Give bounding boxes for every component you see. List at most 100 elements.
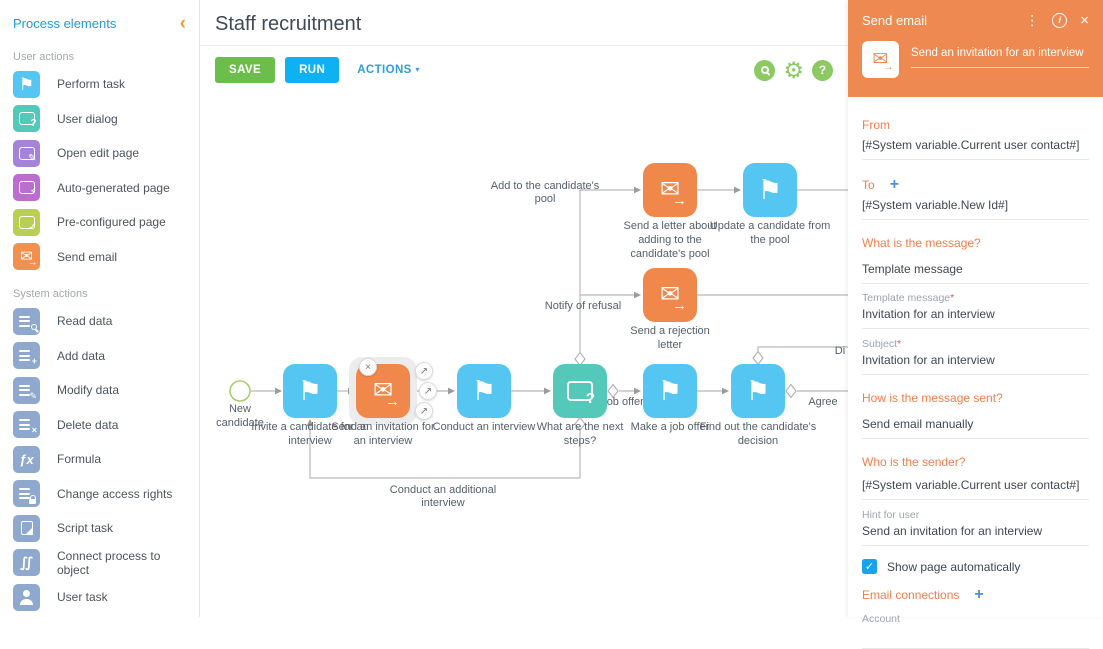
gear-icon[interactable]: ⚙ [783,56,804,83]
auto-page-icon: ⚡ [13,174,40,202]
flow-canvas[interactable]: × ↗ ↗ ↗ ⚑ ✉→ ⚑ ? ⚑ ⚑ ✉→ ⚑ ✉→ New candida… [200,74,848,617]
flow-node-conduct-interview[interactable]: ⚑ [457,364,511,418]
edge-label-job-offer: Job offer [601,396,644,408]
node-label: Make a job offer [630,421,710,433]
flow-node-next-steps-dialog[interactable]: ? [553,364,607,418]
from-field[interactable]: [#System variable.Current user contact#] [862,138,1089,160]
user-task-icon [13,583,40,611]
sidebar-item-delete-data[interactable]: × Delete data [0,408,199,443]
run-button[interactable]: RUN [285,57,340,83]
to-field[interactable]: [#System variable.New Id#] [862,198,1089,220]
hint-for-user-label: Hint for user [862,509,920,521]
sidebar-title: Process elements [13,16,117,31]
element-caption-input[interactable]: Send an invitation for an interview [911,41,1089,68]
process-elements-sidebar: Process elements ‹ User actions ⚑ Perfor… [0,0,200,617]
sidebar-item-change-access-rights[interactable]: Change access rights [0,477,199,512]
help-icon[interactable]: ? [812,59,833,81]
panel-body: From [#System variable.Current user cont… [848,118,1103,649]
info-icon[interactable]: i [1052,13,1068,28]
show-page-checkbox[interactable]: ✓ [862,559,877,574]
hint-for-user-field[interactable]: Send an invitation for an interview [862,524,1089,546]
sidebar-item-label: Connect process to object [57,548,161,577]
flow-node-invite-candidate[interactable]: ⚑ [283,364,337,418]
subject-field[interactable]: Invitation for an interview [862,353,1089,375]
script-task-icon [13,514,40,542]
sidebar-item-script-task[interactable]: Script task [0,511,199,546]
edge-label-add-pool: Add to the candidate's pool [490,180,600,206]
flow-node-send-pool-letter[interactable]: ✉→ [643,163,697,217]
sidebar-item-label: Delete data [57,417,119,432]
panel-header: Send email ⋮ i × ✉→ Send an invitation f… [848,0,1103,97]
email-connections-label: Email connections+ [862,586,984,603]
sidebar-item-send-email[interactable]: ✉→ Send email [0,240,199,275]
how-sent-field[interactable]: Send email manually [862,417,1089,439]
to-label: To+ [862,176,900,193]
sidebar-item-label: Modify data [57,383,120,398]
task-flag-icon: ⚑ [757,174,783,205]
connector-handle-top[interactable]: ↗ [415,362,433,380]
perform-task-icon: ⚑ [13,70,40,98]
close-icon[interactable]: × [1080,12,1089,29]
process-designer-main: Staff recruitment SAVE RUN ACTIONS ▾ ⚙ ? [200,0,848,617]
account-label: Account [862,613,900,625]
who-sender-field[interactable]: [#System variable.Current user contact#] [862,478,1089,500]
sidebar-item-label: Perform task [57,77,126,92]
subject-label: Subject* [862,338,902,350]
flow-node-update-candidate[interactable]: ⚑ [743,163,797,217]
toolbar: SAVE RUN ACTIONS ▾ ⚙ ? [200,46,848,94]
sidebar-item-user-dialog[interactable]: ? User dialog [0,102,199,137]
sidebar-item-label: Read data [57,314,113,329]
connector-handle-bottom[interactable]: ↗ [415,402,433,420]
flow-node-send-invitation-selected[interactable]: ✉→ [356,364,410,418]
sidebar-item-open-edit-page[interactable]: ✎ Open edit page [0,136,199,171]
node-label: Update a candidate from the pool [709,220,831,246]
add-email-connection-icon[interactable]: + [974,586,984,603]
connector-handle-middle[interactable]: ↗ [419,382,437,400]
add-recipient-icon[interactable]: + [889,176,900,193]
sidebar-item-modify-data[interactable]: ✎ Modify data [0,373,199,408]
sidebar-item-label: Auto-generated page [57,180,170,195]
send-email-settings-panel: Send email ⋮ i × ✉→ Send an invitation f… [848,0,1103,649]
actions-dropdown[interactable]: ACTIONS ▾ [357,64,420,76]
sidebar-item-auto-generated-page[interactable]: ⚡ Auto-generated page [0,171,199,206]
sidebar-item-label: Pre-configured page [57,215,166,230]
node-label: Find out the candidate's decision [699,421,817,447]
section-system-actions: System actions [13,288,88,300]
sidebar-item-add-data[interactable]: + Add data [0,339,199,374]
search-icon[interactable] [754,59,776,81]
add-data-icon: + [13,342,40,370]
sidebar-item-formula[interactable]: ƒx Formula [0,442,199,477]
sidebar-item-perform-task[interactable]: ⚑ Perform task [0,67,199,102]
page-title: Staff recruitment [200,0,848,46]
send-email-icon: ✉→ [659,176,688,209]
sidebar-item-label: User task [57,590,108,605]
flow-node-send-rejection[interactable]: ✉→ [643,268,697,322]
show-page-label: Show page automatically [887,559,1021,574]
kebab-menu-icon[interactable]: ⋮ [1025,12,1040,28]
show-page-row: ✓ Show page automatically [862,559,1089,574]
task-flag-icon: ⚑ [471,375,497,406]
message-type-field[interactable]: Template message [862,262,1089,284]
config-page-icon: ✓ [13,208,40,236]
template-message-field[interactable]: Invitation for an interview [862,307,1089,329]
node-label: Send a letter about adding to the candid… [623,220,717,260]
sidebar-item-label: Change access rights [57,486,173,501]
chevron-down-icon: ▾ [415,65,420,74]
sidebar-item-connect-process[interactable]: ∬ Connect process to object [0,546,199,581]
sidebar-item-label: Send email [57,249,118,264]
edge-label-notify-refusal: Notify of refusal [544,300,622,312]
flow-node-make-job-offer[interactable]: ⚑ [643,364,697,418]
save-button[interactable]: SAVE [215,57,276,83]
task-flag-icon: ⚑ [297,375,323,406]
delete-element-button[interactable]: × [359,358,377,376]
edge-label-additional-interview: Conduct an additional interview [389,484,497,510]
sidebar-item-pre-configured-page[interactable]: ✓ Pre-configured page [0,205,199,240]
collapse-sidebar-icon[interactable]: ‹ [179,12,186,34]
start-event [229,380,251,402]
sidebar-item-user-task[interactable]: User task [0,580,199,615]
edge-label-disagree-cut: Di [834,345,846,357]
sidebar-item-read-data[interactable]: Read data [0,304,199,339]
user-dialog-icon: ? [13,105,40,133]
sidebar-item-label: Open edit page [57,146,140,161]
flow-node-find-decision[interactable]: ⚑ [731,364,785,418]
